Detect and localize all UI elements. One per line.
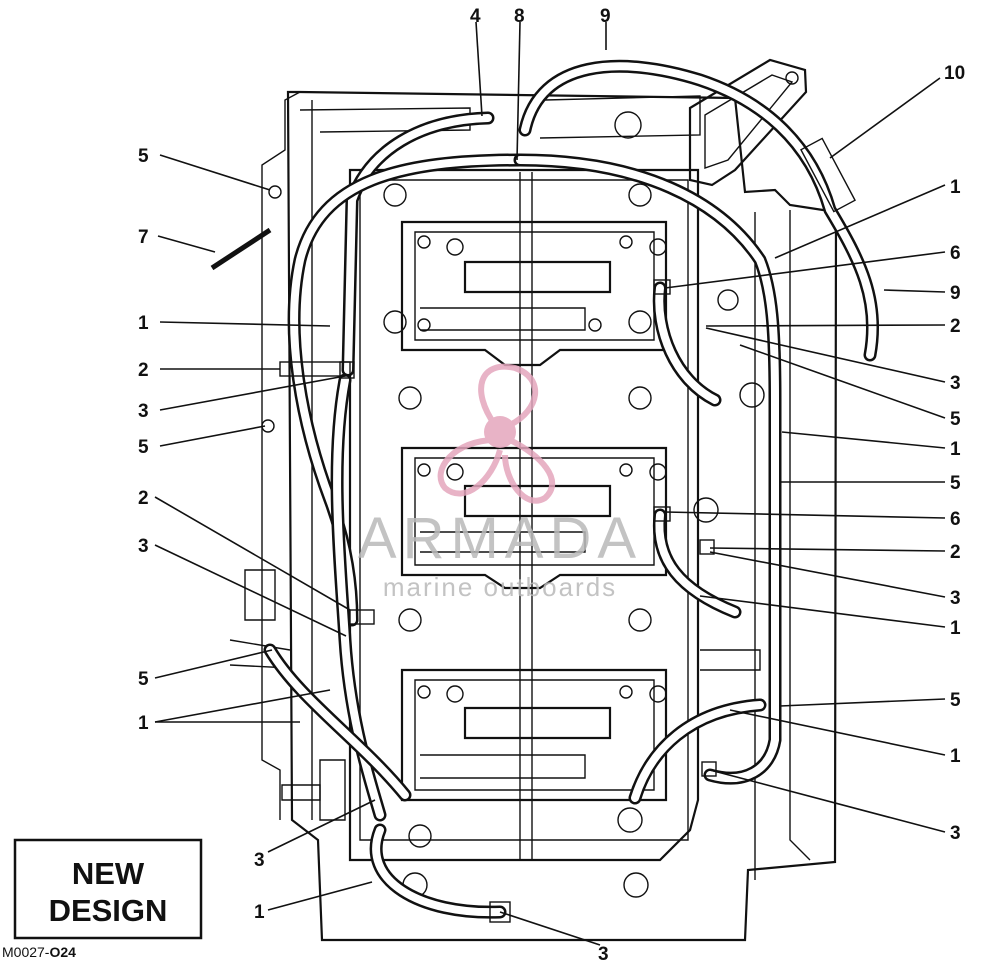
callout-bottom-1: 1: [254, 902, 265, 923]
callout-labels-left: 5 7 1 2 3 5 2 3 5 1: [138, 146, 149, 734]
callout-left-1a: 1: [138, 313, 149, 334]
reed-cover-middle: [400, 446, 668, 590]
callout-right-5c: 5: [950, 690, 961, 711]
callout-right-1b: 1: [950, 439, 961, 460]
hose-fittings: [210, 137, 856, 923]
new-design-badge: NEW DESIGN: [13, 838, 203, 940]
callout-right-2b: 2: [950, 542, 961, 563]
callout-left-5c: 5: [138, 669, 149, 690]
callout-right-1a: 1: [950, 177, 961, 198]
callout-labels-bottom: 3 1 3: [254, 850, 609, 965]
callout-left-5b: 5: [138, 437, 149, 458]
callout-bottom-3b: 3: [598, 944, 609, 965]
badge-line-1: NEW: [72, 856, 145, 891]
callout-top-8: 8: [514, 6, 525, 27]
leader-lines: [154, 21, 946, 946]
callout-right-3a: 3: [950, 373, 961, 394]
figure-code-prefix: M0027-: [2, 944, 50, 960]
reed-cover-bottom: [400, 668, 668, 802]
figure-code: M0027-O24: [2, 944, 76, 960]
callout-top-10: 10: [944, 63, 965, 84]
callout-right-6a: 6: [950, 243, 961, 264]
callout-labels-top: 4 8 9 10: [470, 6, 965, 84]
callout-right-2a: 2: [950, 316, 961, 337]
badge-line-2: DESIGN: [49, 893, 168, 928]
callout-left-5a: 5: [138, 146, 149, 167]
callout-left-2a: 2: [138, 360, 149, 381]
callout-right-3b: 3: [950, 588, 961, 609]
figure-code-suffix: O24: [49, 944, 76, 960]
reed-cover-top: [400, 220, 668, 367]
armada-watermark: ARMADA marine outboards: [358, 363, 642, 602]
callout-right-1d: 1: [950, 746, 961, 767]
mounting-bracket: [688, 58, 808, 187]
callout-right-9: 9: [950, 283, 961, 304]
watermark-tagline: marine outboards: [383, 572, 617, 602]
callout-top-9: 9: [600, 6, 611, 27]
watermark-propeller-icon: [437, 363, 555, 504]
callout-left-3a: 3: [138, 401, 149, 422]
bolts: [383, 71, 799, 898]
callout-left-1b: 1: [138, 713, 149, 734]
bleed-hoses: [263, 59, 880, 919]
watermark-brand: ARMADA: [358, 506, 642, 571]
callout-bottom-3a: 3: [254, 850, 265, 871]
callout-right-5a: 5: [950, 409, 961, 430]
callout-left-3b: 3: [138, 536, 149, 557]
callout-left-7: 7: [138, 227, 149, 248]
callout-right-5b: 5: [950, 473, 961, 494]
callout-right-3c: 3: [950, 823, 961, 844]
callout-right-6b: 6: [950, 509, 961, 530]
callout-right-1c: 1: [950, 618, 961, 639]
callout-top-4: 4: [470, 6, 481, 27]
callout-labels-right: 1 6 9 2 3 5 1 5 6 2 3 1 5 1 3: [950, 177, 961, 844]
callout-left-2b: 2: [138, 488, 149, 509]
